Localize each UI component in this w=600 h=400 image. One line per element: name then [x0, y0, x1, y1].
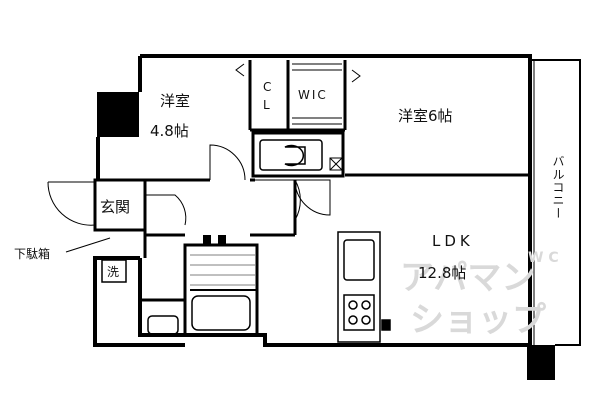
wic-label: WIC: [298, 88, 328, 102]
watermark-line2: ショップ: [410, 300, 546, 340]
room-size-western-small: 4.8帖: [150, 122, 189, 140]
shoe-box-leader: [65, 237, 111, 253]
balcony-label: バルコニー: [551, 155, 565, 220]
shoe-box-label: 下駄箱: [14, 247, 51, 261]
room-label-western-6: 洋室6帖: [398, 107, 453, 125]
washer-label: 洗: [107, 265, 120, 279]
toilet-icon: [259, 139, 323, 171]
closet-label-l: L: [263, 98, 270, 112]
watermark-mark: W C: [528, 250, 559, 266]
door-swings: [47, 144, 331, 226]
balcony: [530, 59, 581, 346]
closet-label-c: C: [263, 80, 272, 94]
watermark-line1: アパマン: [400, 258, 536, 298]
pillar-left: [97, 92, 139, 137]
ldk-size: 12.8帖: [418, 264, 467, 282]
room-label-western-small: 洋室: [160, 92, 191, 110]
washbasin-icon: [147, 315, 179, 335]
bath-tiles: [190, 254, 255, 286]
bathtub-icon: [191, 295, 251, 331]
wic-arrow-icon: [351, 69, 361, 83]
washer-box: [101, 259, 127, 283]
outer-walls: [93, 54, 532, 347]
vent-icon: [329, 157, 343, 171]
entrance-label: 玄関: [100, 198, 131, 216]
interior-walls: [93, 60, 530, 337]
kitchen-counter: [337, 231, 391, 343]
ldk-label: LDK: [432, 232, 474, 250]
pillar-bottom-right: [527, 345, 555, 380]
closet-arrow-icon: [235, 63, 245, 77]
wic-hatch: [292, 63, 342, 125]
